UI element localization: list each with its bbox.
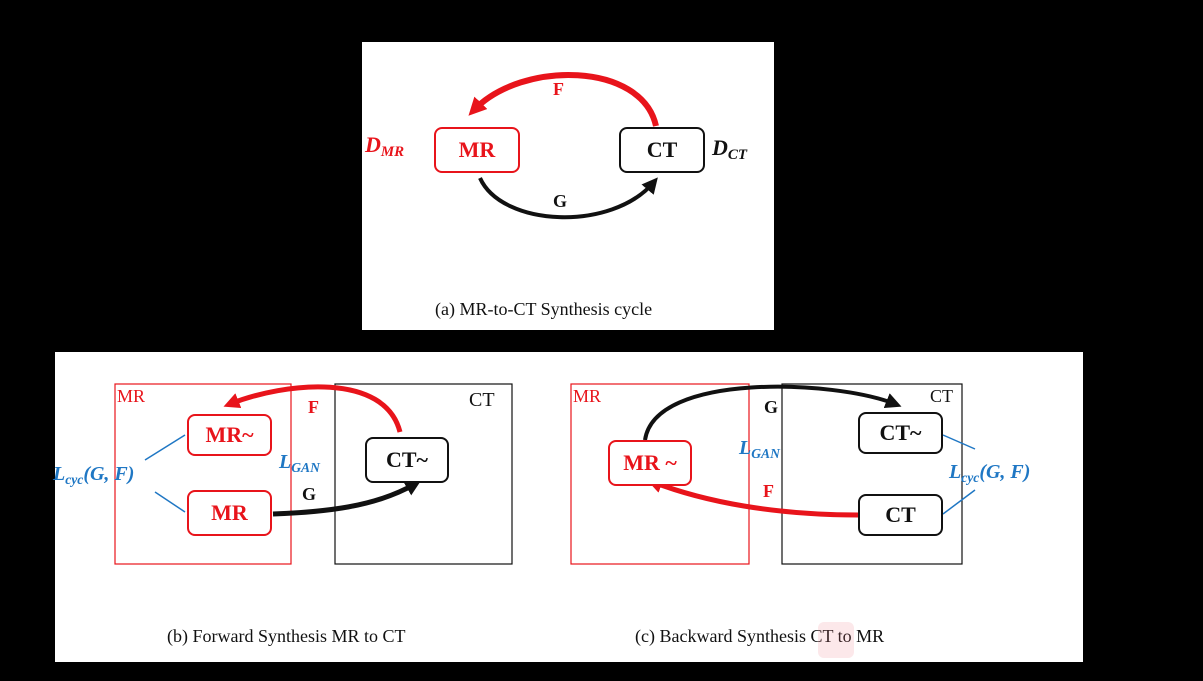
c-arrow-g-label: G <box>764 397 779 417</box>
c-domain-ct-label: CT <box>930 386 954 406</box>
arrow-g-label: G <box>553 191 568 211</box>
c-loss-gan-sub: GAN <box>751 445 780 461</box>
c-loss-cyc-base: L <box>949 461 962 483</box>
panel-bc-forward-backward: MR CT MR~ MR CT~ F G LGAN Lcyc(G, F) (b)… <box>53 352 1083 662</box>
b-cyc-line-bottom <box>154 491 186 513</box>
b-domain-mr-box <box>114 383 292 565</box>
b-domain-mr-label: MR <box>117 386 146 406</box>
arrow-f-label: F <box>553 79 564 99</box>
discriminator-mr-label: DMR <box>365 134 404 160</box>
b-loss-cyc: Lcyc(G, F) <box>53 464 134 486</box>
c-arrow-f <box>646 477 859 518</box>
b-domain-ct-box <box>334 383 513 565</box>
discriminator-ct-sub: CT <box>727 147 747 164</box>
watermark-mark <box>818 622 854 658</box>
b-cyc-line-top <box>144 434 186 461</box>
b-loss-cyc-args: (G, F) <box>83 463 135 485</box>
b-domain-ct-label: CT <box>469 389 495 411</box>
c-node-mr-tilde: MR ~ <box>608 440 692 486</box>
c-cyc-line-bottom <box>942 489 976 515</box>
panel-a-synthesis-cycle: MR CT F G DMR DCT (a) MR-to-CT Synthesis… <box>362 42 774 330</box>
b-loss-gan: LGAN <box>279 452 320 474</box>
c-domain-mr-label: MR <box>573 386 602 406</box>
c-loss-cyc-sub: cyc <box>961 469 980 485</box>
c-cyc-line-top <box>942 434 976 450</box>
b-node-ct-tilde: CT~ <box>365 437 449 483</box>
discriminator-mr-base: D <box>365 132 381 157</box>
b-loss-cyc-sub: cyc <box>65 471 84 487</box>
panel-bc-drawing <box>114 383 976 565</box>
b-arrow-f <box>223 384 403 433</box>
c-domain-mr-box <box>570 383 750 565</box>
caption-a: (a) MR-to-CT Synthesis cycle <box>435 299 653 319</box>
c-arrow-f-label: F <box>763 481 774 501</box>
arrow-g <box>478 177 658 220</box>
caption-b: (b) Forward Synthesis MR to CT <box>167 626 406 646</box>
c-arrow-g <box>643 384 902 441</box>
discriminator-mr-sub: MR <box>380 144 405 161</box>
c-loss-cyc: Lcyc(G, F) <box>949 462 1030 484</box>
caption-c: (c) Backward Synthesis CT to MR <box>635 626 885 646</box>
b-loss-cyc-base: L <box>53 463 66 485</box>
discriminator-ct-base: D <box>712 135 728 160</box>
b-node-mr: MR <box>187 490 272 536</box>
arrow-f <box>468 72 659 127</box>
c-node-ct: CT <box>858 494 943 536</box>
b-arrow-f-label: F <box>308 397 319 417</box>
panel-a-arrows <box>468 72 659 220</box>
c-loss-cyc-args: (G, F) <box>979 461 1031 483</box>
discriminator-ct-label: DCT <box>712 137 747 163</box>
b-node-mr-tilde: MR~ <box>187 414 272 456</box>
b-arrow-g <box>272 480 422 517</box>
c-domain-ct-box <box>781 383 963 565</box>
b-arrow-g-label: G <box>302 484 317 504</box>
c-node-ct-tilde: CT~ <box>858 412 943 454</box>
b-loss-gan-sub: GAN <box>291 459 320 475</box>
node-mr: MR <box>434 127 520 173</box>
c-loss-gan-base: L <box>739 437 752 459</box>
c-loss-gan: LGAN <box>739 438 780 460</box>
node-ct: CT <box>619 127 705 173</box>
b-loss-gan-base: L <box>279 451 292 473</box>
